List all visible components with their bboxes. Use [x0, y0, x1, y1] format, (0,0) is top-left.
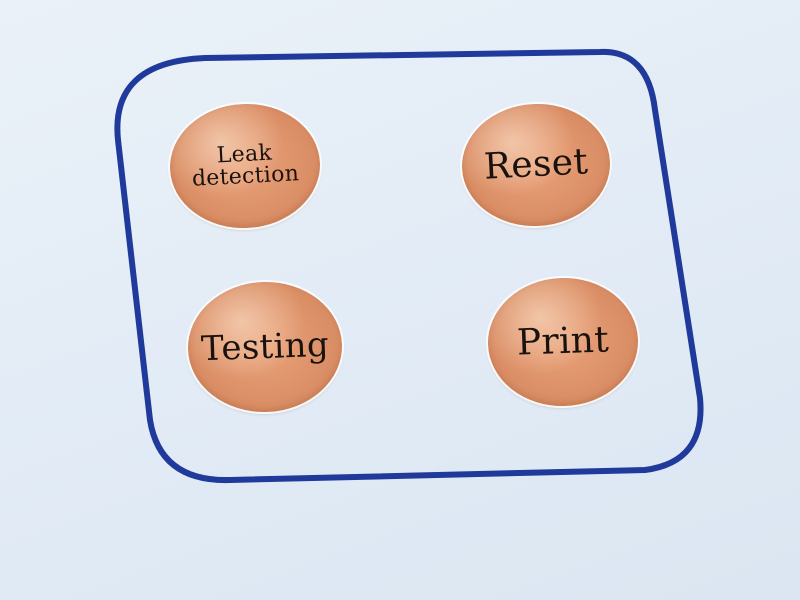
reset-label: Reset [482, 141, 590, 188]
leak-detection-label: Leak detection [191, 140, 300, 192]
testing-label: Testing [200, 324, 330, 370]
print-label: Print [516, 319, 610, 364]
